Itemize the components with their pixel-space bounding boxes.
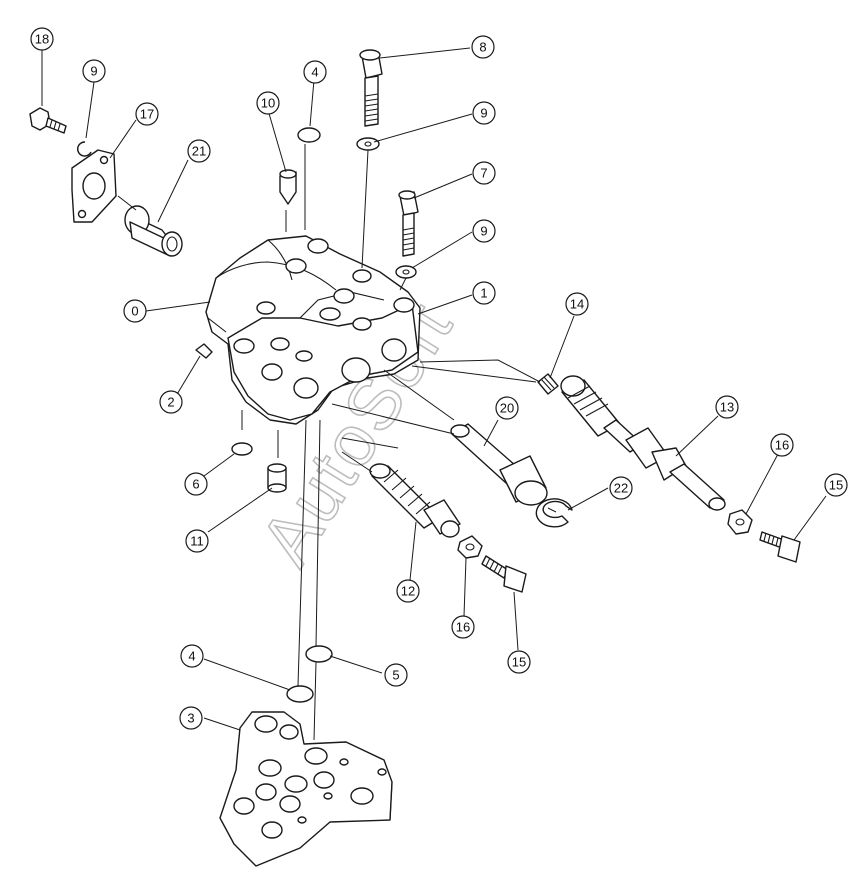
callout-3: 3 (179, 706, 203, 730)
callout-22-label: 22 (614, 481, 628, 496)
callout-15-label: 15 (829, 478, 843, 493)
part-washer-9a (77, 141, 92, 157)
part-screw-15a (759, 531, 801, 563)
leader-lines (41, 47, 827, 731)
callout-1-label: 1 (480, 286, 487, 301)
callout-13: 13 (715, 395, 739, 419)
callout-16: 16 (770, 433, 794, 457)
callout-15-label: 15 (512, 655, 526, 670)
part-oring-4b (286, 685, 314, 703)
callout-14: 14 (565, 292, 589, 316)
callout-6-label: 6 (192, 477, 199, 492)
callout-9-label: 9 (480, 106, 487, 121)
callout-4: 4 (303, 60, 327, 84)
part-bolt-18 (29, 107, 67, 134)
part-gasket-17 (71, 149, 117, 223)
part-filter-11 (267, 463, 287, 493)
callout-14-label: 14 (570, 297, 584, 312)
callout-22: 22 (609, 476, 633, 500)
callout-8: 8 (471, 35, 495, 59)
callout-15: 15 (507, 650, 531, 674)
callout-5: 5 (384, 663, 408, 687)
callout-15: 15 (824, 473, 848, 497)
callout-12-label: 12 (401, 584, 415, 599)
callout-12: 12 (396, 579, 420, 603)
callout-2-label: 2 (167, 395, 174, 410)
part-nut-16b (457, 535, 483, 559)
callout-21-label: 21 (192, 144, 206, 159)
part-washer-9b (356, 137, 380, 151)
callout-9-label: 9 (90, 64, 97, 79)
part-oring-4a (297, 127, 321, 143)
callout-16-label: 16 (456, 620, 470, 635)
part-plug-10 (279, 169, 297, 205)
part-washer-9c (395, 265, 417, 279)
callout-9: 9 (82, 59, 106, 83)
callout-16: 16 (451, 615, 475, 639)
part-oring-5 (305, 645, 333, 663)
callout-18-label: 18 (35, 32, 49, 47)
part-spool-13 (560, 375, 726, 511)
part-screw-15b (481, 555, 527, 593)
callout-4: 4 (180, 644, 204, 668)
callout-17: 17 (135, 102, 159, 126)
callout-2: 2 (159, 390, 183, 414)
callout-1: 1 (472, 281, 496, 305)
callout-18: 18 (30, 27, 54, 51)
part-plug-14 (537, 373, 559, 395)
callout-3-label: 3 (187, 711, 194, 726)
callout-9-label: 9 (480, 224, 487, 239)
part-snapring-22 (535, 498, 573, 528)
callout-9: 9 (472, 219, 496, 243)
callout-20: 20 (495, 396, 519, 420)
part-spool-12 (369, 463, 461, 538)
callout-16-label: 16 (775, 438, 789, 453)
callout-0: 0 (123, 299, 147, 323)
callout-20-label: 20 (500, 401, 514, 416)
callout-4-label: 4 (311, 65, 318, 80)
part-oring-6 (231, 442, 253, 456)
callout-13-label: 13 (720, 400, 734, 415)
assembly-lines (117, 144, 557, 741)
callout-11-label: 11 (190, 534, 204, 549)
part-bolt-7 (398, 190, 419, 257)
part-sleeve-21 (124, 205, 183, 257)
callout-17-label: 17 (140, 107, 154, 122)
callout-5-label: 5 (392, 668, 399, 683)
callout-21: 21 (187, 139, 211, 163)
callouts: 18 9 17 21 10 4 8 9 7 9 0 1 14 2 20 13 1… (30, 27, 848, 730)
callout-6: 6 (184, 472, 208, 496)
callout-0-label: 0 (131, 304, 138, 319)
callout-10: 10 (256, 91, 280, 115)
callout-9: 9 (472, 101, 496, 125)
part-nut-16a (727, 509, 753, 535)
part-plug-2 (195, 343, 213, 359)
part-valve-body (205, 235, 421, 425)
callout-7: 7 (472, 161, 496, 185)
part-plate-3 (219, 711, 393, 867)
callout-4-label: 4 (188, 649, 195, 664)
part-plunger-20 (450, 423, 548, 506)
callout-7-label: 7 (480, 166, 487, 181)
callout-10-label: 10 (261, 96, 275, 111)
part-bolt-8 (359, 49, 383, 127)
callout-11: 11 (185, 529, 209, 553)
callout-8-label: 8 (479, 40, 486, 55)
